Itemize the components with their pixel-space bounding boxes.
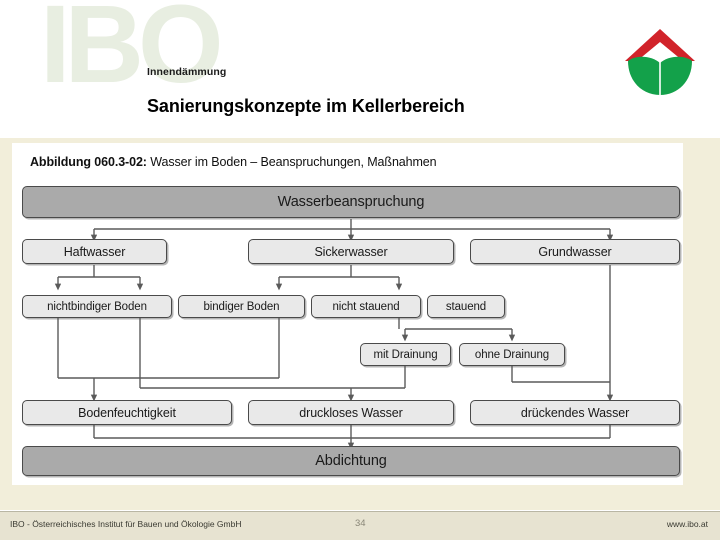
node-mit-drainung[interactable]: mit Drainung	[360, 343, 451, 366]
node-label: Grundwasser	[538, 244, 612, 259]
node-label: druckloses Wasser	[299, 405, 403, 420]
node-druckloses-wasser[interactable]: druckloses Wasser	[248, 400, 454, 425]
figure-caption-text: Wasser im Boden – Beanspruchungen, Maßna…	[146, 155, 437, 169]
node-label: drückendes Wasser	[520, 405, 630, 420]
node-label: nichtbindiger Boden	[47, 300, 147, 313]
footer-website[interactable]: www.ibo.at	[666, 519, 708, 529]
node-sickerwasser[interactable]: Sickerwasser	[248, 239, 454, 264]
node-label: nicht stauend	[332, 300, 400, 313]
footer-page-number: 34	[355, 518, 366, 529]
node-nicht-stauend[interactable]: nicht stauend	[311, 295, 421, 318]
figure-caption: Abbildung 060.3-02: Wasser im Boden – Be…	[30, 155, 437, 169]
slide-header: IBO Innendämmung Sanierungskonzepte im K…	[0, 0, 720, 138]
node-wasserbeanspruchung[interactable]: Wasserbeanspruchung	[22, 186, 680, 218]
slide-footer	[0, 512, 720, 540]
node-label: Bodenfeuchtigkeit	[78, 405, 176, 420]
node-nichtbindiger-boden[interactable]: nichtbindiger Boden	[22, 295, 172, 318]
ibo-watermark: IBO	[40, 0, 224, 106]
page-title: Sanierungskonzepte im Kellerbereich	[147, 96, 465, 116]
node-haftwasser[interactable]: Haftwasser	[22, 239, 167, 264]
node-grundwasser[interactable]: Grundwasser	[470, 239, 680, 264]
node-label: ohne Drainung	[474, 348, 550, 361]
node-bodenfeuchtigkeit[interactable]: Bodenfeuchtigkeit	[22, 400, 232, 425]
node-label: bindiger Boden	[203, 300, 280, 313]
footer-organisation: IBO - Österreichisches Institut für Baue…	[10, 519, 242, 529]
node-label: Sickerwasser	[314, 244, 388, 259]
node-bindiger-boden[interactable]: bindiger Boden	[178, 295, 305, 318]
figure-caption-label: Abbildung 060.3-02:	[30, 155, 147, 169]
node-label: mit Drainung	[373, 348, 438, 361]
slide-eyebrow: Innendämmung	[147, 66, 227, 78]
footer-divider	[0, 511, 720, 512]
node-label: Haftwasser	[63, 244, 126, 259]
node-label: stauend	[445, 300, 487, 313]
node-abdichtung[interactable]: Abdichtung	[22, 446, 680, 476]
node-stauend[interactable]: stauend	[427, 295, 505, 318]
ibo-logo-icon	[625, 29, 695, 96]
node-ohne-drainung[interactable]: ohne Drainung	[459, 343, 565, 366]
node-label: Wasserbeanspruchung	[277, 194, 425, 210]
node-drueckendes-wasser[interactable]: drückendes Wasser	[470, 400, 680, 425]
node-label: Abdichtung	[315, 453, 387, 469]
